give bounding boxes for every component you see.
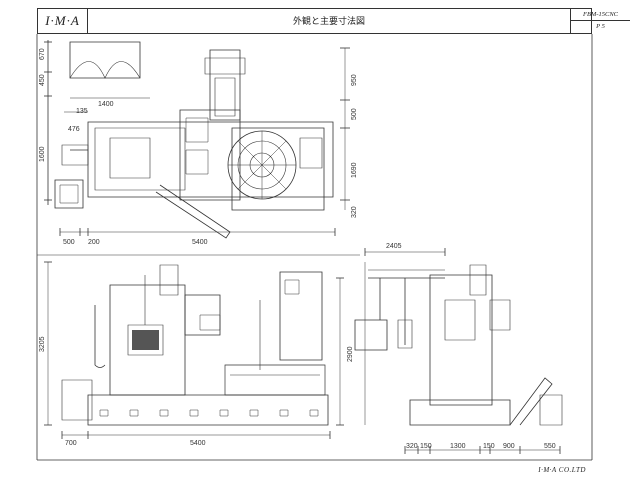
- dim-2405: 2405: [386, 243, 402, 250]
- dim-5400-top: 5400: [192, 239, 208, 246]
- dim-670: 670: [39, 48, 46, 60]
- dim-950: 950: [351, 74, 358, 86]
- front-view: [44, 262, 344, 439]
- dim-550: 550: [544, 443, 556, 450]
- page-number: P 5: [596, 23, 605, 30]
- dim-150-a: 150: [420, 443, 432, 450]
- dim-900: 900: [503, 443, 515, 450]
- dim-1690: 1690: [351, 162, 358, 178]
- dim-320: 320: [351, 206, 358, 218]
- dim-500: 500: [351, 108, 358, 120]
- dim-5400-front: 5400: [190, 440, 206, 447]
- dim-1300: 1300: [450, 443, 466, 450]
- drawing-title: 外観と主要寸法図: [88, 9, 571, 33]
- model-code: FBM-15CNC: [571, 9, 630, 21]
- dim-476: 476: [68, 126, 80, 133]
- dim-3205: 3205: [39, 336, 46, 352]
- dim-150-b: 150: [483, 443, 495, 450]
- dim-320-side: 320: [406, 443, 418, 450]
- dim-700: 700: [65, 440, 77, 447]
- top-view: [44, 40, 350, 238]
- dim-500-bottom: 500: [63, 239, 75, 246]
- company-logo: I·M·A: [38, 9, 88, 33]
- dim-450: 450: [39, 74, 46, 86]
- dim-135: 135: [76, 108, 88, 115]
- side-view: [355, 248, 562, 454]
- dim-200: 200: [88, 239, 100, 246]
- technical-drawing: 670 450 1600 1400 135 476 950 500 1690 3…: [0, 0, 600, 480]
- title-block: I·M·A 外観と主要寸法図 FBM-15CNC P 5: [37, 8, 630, 34]
- dim-2900: 2900: [347, 346, 354, 362]
- dim-1600: 1600: [39, 146, 46, 162]
- dim-1400: 1400: [98, 101, 114, 108]
- company-name: I·M·A CO.LTD: [538, 466, 586, 474]
